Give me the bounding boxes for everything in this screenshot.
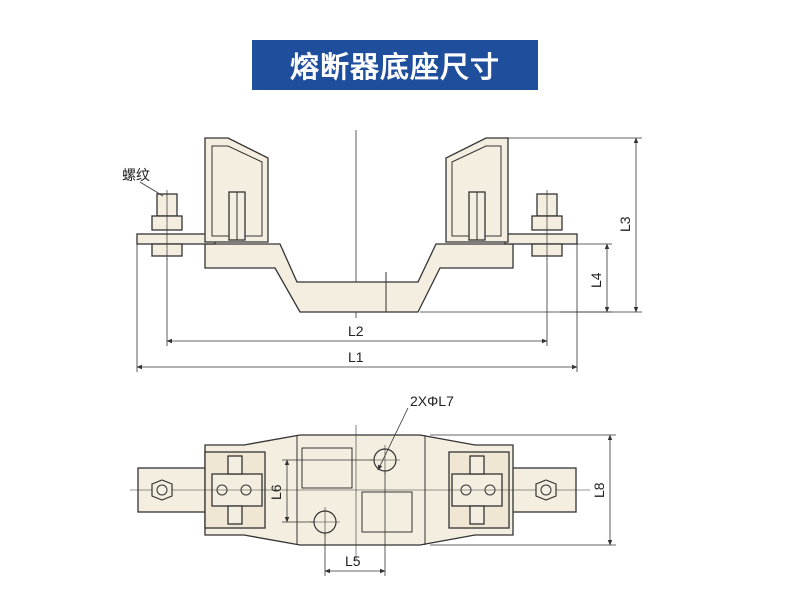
dim-L4-label: L4: [588, 272, 604, 288]
left-bolt: [151, 190, 183, 260]
page-title: 熔断器底座尺寸: [252, 40, 538, 90]
thread-callout: 螺纹: [122, 168, 164, 197]
dim-L6-label: L6: [268, 484, 284, 500]
dim-L2: [166, 258, 548, 346]
left-nut: [151, 479, 173, 501]
dim-L7-label: 2XΦL7: [410, 393, 454, 409]
left-clip: [204, 137, 269, 243]
right-bolt: [531, 190, 563, 260]
dim-L2-label: L2: [348, 323, 364, 339]
dim-L8-label: L8: [591, 482, 607, 498]
left-plate: [136, 233, 216, 245]
dim-L5: [324, 471, 386, 576]
dim-L8: [430, 434, 616, 546]
dim-L6: [282, 459, 374, 523]
front-view: [136, 130, 578, 318]
dim-L5-label: L5: [345, 553, 361, 569]
right-clip: [445, 137, 509, 243]
dim-L1: [136, 244, 578, 372]
dim-L7: [377, 407, 409, 471]
dim-L3-label: L3: [617, 216, 633, 232]
dim-L1-label: L1: [348, 349, 364, 365]
dim-L4: [560, 243, 612, 313]
right-plate: [504, 233, 578, 245]
right-nut: [535, 479, 557, 501]
base-body: [204, 243, 514, 313]
thread-label: 螺纹: [122, 168, 150, 184]
top-view-details: [130, 425, 590, 560]
